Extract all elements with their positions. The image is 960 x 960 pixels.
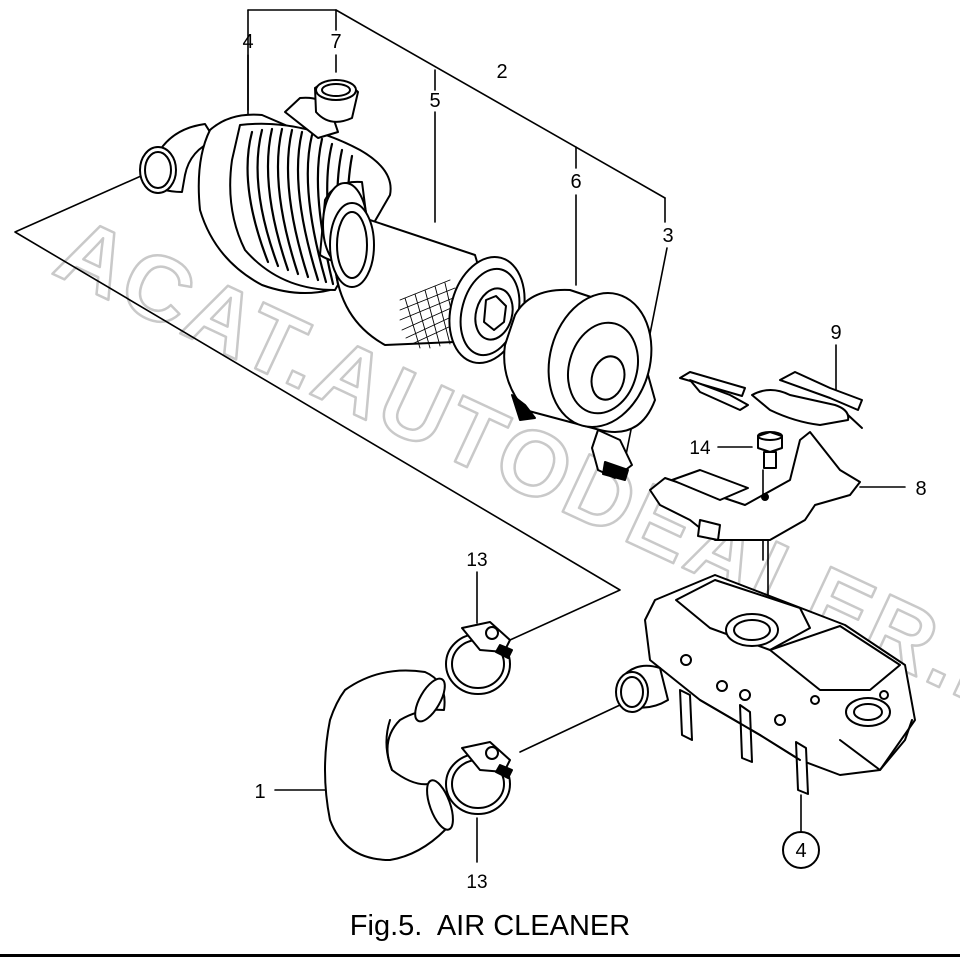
air-cleaner-cover bbox=[503, 288, 656, 481]
clamp-bar bbox=[679, 371, 863, 429]
bolt bbox=[757, 431, 783, 469]
callout-7: 7 bbox=[330, 31, 341, 53]
primary-element bbox=[329, 202, 526, 364]
air-hose bbox=[324, 669, 454, 861]
outlet-nozzle bbox=[314, 79, 359, 123]
element-mesh bbox=[399, 279, 465, 349]
callout-1: 1 bbox=[254, 781, 265, 803]
callout-4-circled: 4 bbox=[795, 840, 806, 862]
callout-labels: 4 7 2 5 6 3 9 14 8 13 1 13 4 bbox=[242, 31, 926, 893]
figure-caption: Fig.5. AIR CLEANER bbox=[349, 910, 631, 942]
callout-13-bottom: 13 bbox=[466, 872, 487, 893]
callout-2: 2 bbox=[496, 61, 507, 83]
hose-clamp-upper bbox=[445, 621, 513, 695]
callout-6: 6 bbox=[570, 171, 581, 193]
leader-lines bbox=[14, 9, 906, 863]
callout-4-circle bbox=[782, 831, 820, 869]
frame-bottom-rule bbox=[0, 954, 960, 957]
hose-clamp-lower bbox=[445, 741, 513, 815]
callout-13-top: 13 bbox=[466, 550, 487, 571]
bracket bbox=[649, 431, 861, 541]
callout-5: 5 bbox=[429, 90, 440, 112]
callout-8: 8 bbox=[915, 478, 926, 500]
callout-9: 9 bbox=[830, 322, 841, 344]
valve-cover bbox=[615, 574, 916, 795]
callout-4-top: 4 bbox=[242, 31, 253, 53]
callout-14: 14 bbox=[689, 438, 711, 459]
callout-3: 3 bbox=[662, 225, 673, 247]
